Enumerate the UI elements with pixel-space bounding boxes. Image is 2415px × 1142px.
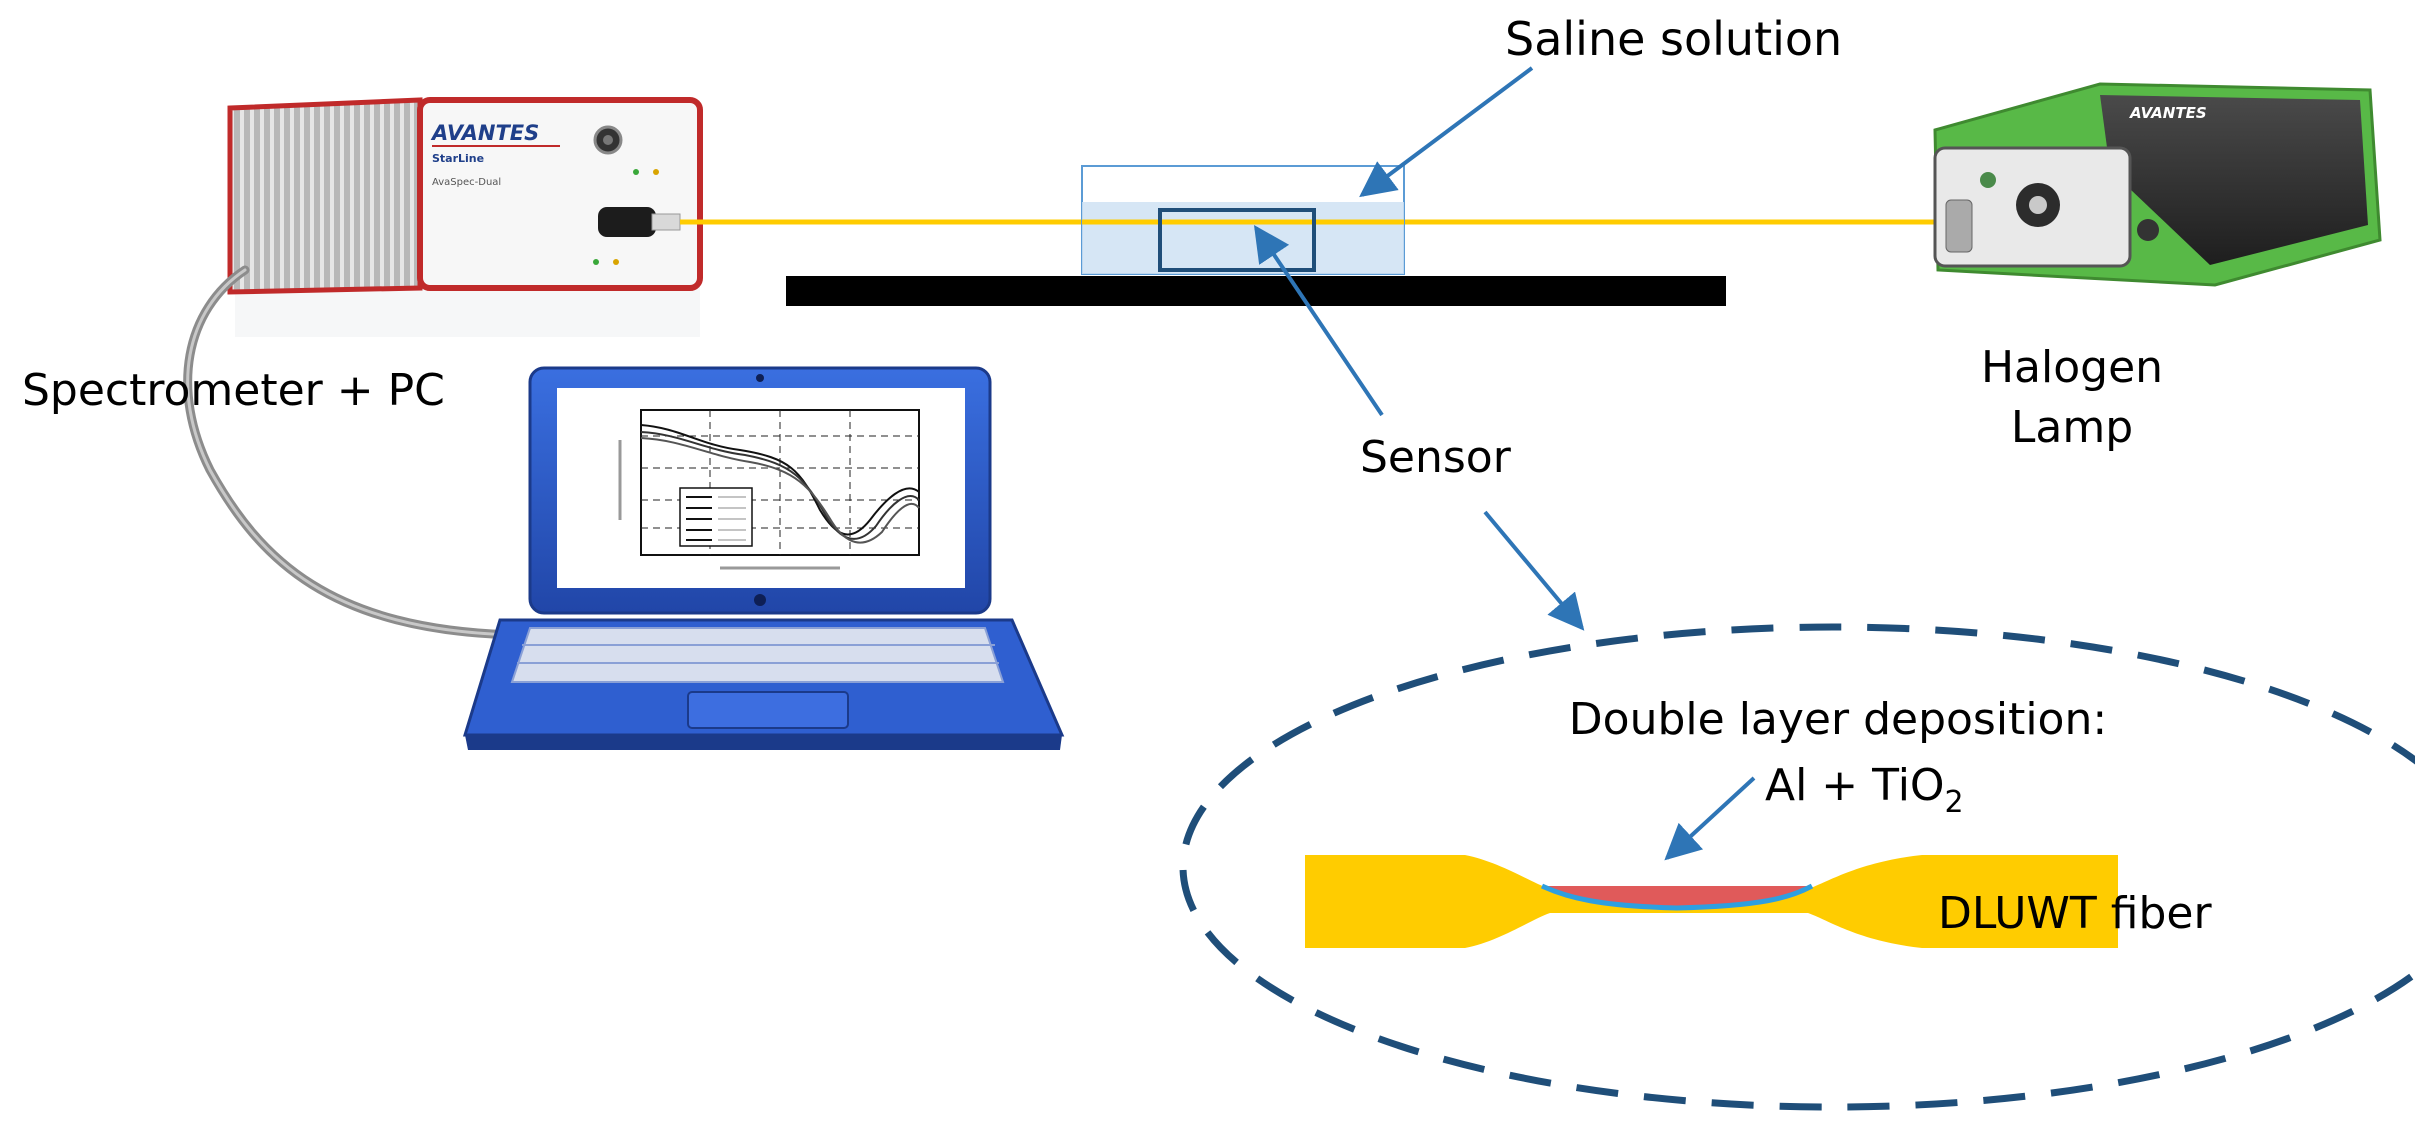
titania-layer [1542, 886, 1812, 906]
spectrometer-fiber-ferrule [651, 213, 681, 231]
saline-fill [1082, 202, 1404, 274]
deposition-al-tio: Al + TiO [1765, 760, 1945, 811]
spectrometer-led [593, 259, 599, 265]
spectrometer-side-fins [227, 97, 423, 295]
fiber-name: DLUWT [1938, 888, 2097, 939]
lamp-side-knob [1945, 199, 1973, 253]
spectrometer-pc-label: Spectrometer + PC [22, 365, 445, 416]
lamp-brand: AVANTES [2129, 104, 2207, 122]
spectrometer-brand: AVANTES [430, 121, 539, 145]
laptop-base-edge [465, 735, 1062, 750]
deposition-label-line1: Double layer deposition: [1569, 694, 2107, 745]
deposition-arrow [1664, 776, 1756, 861]
zoom-ellipse [1179, 623, 2415, 1111]
lamp-fiber-connector-core [2029, 196, 2047, 214]
laptop-keyboard [510, 627, 1005, 683]
laptop [183, 265, 1065, 750]
aluminum-layer [1540, 883, 1814, 911]
display-spectrum-plot [618, 409, 920, 570]
saline-solution-label: Saline solution [1505, 12, 1842, 66]
plot-curve [640, 431, 920, 540]
plot-curve [640, 437, 920, 544]
spectrometer-device: AVANTES StarLine AvaSpec-Dual [227, 97, 703, 337]
plot-curve [640, 424, 920, 536]
spectrometer-led [613, 259, 619, 265]
sensor-label: Sensor [1360, 432, 1512, 483]
spectrometer-connector-top-core [603, 135, 613, 145]
spectrometer-model: StarLine [432, 152, 484, 165]
lamp-indicator [1980, 172, 1996, 188]
saline-arrow [1359, 66, 1534, 198]
usb-cable-highlight [186, 268, 517, 637]
halogen-lamp-device: AVANTES [1933, 82, 2382, 287]
lamp-switch [2137, 219, 2159, 241]
laptop-display [557, 388, 965, 588]
deposition-subscript: 2 [1945, 785, 1964, 820]
laptop-touchpad [687, 691, 849, 729]
spectrometer-led [633, 169, 639, 175]
halogen-label-line1: Halogen [1981, 342, 2163, 393]
laptop-camera [756, 374, 764, 382]
deposition-label-line2: Al + TiO2 [1765, 760, 1964, 820]
lamp-top-housing [2100, 95, 2368, 265]
laptop-key-rows [517, 644, 999, 664]
spectrometer-fiber-port [598, 207, 656, 237]
sensor-arrow [1253, 225, 1384, 417]
spectrometer-subtitle: AvaSpec-Dual [432, 177, 501, 188]
halogen-label-line2: Lamp [2011, 402, 2133, 453]
sensor-box [1158, 208, 1316, 272]
fiber-word: fiber [2097, 888, 2213, 939]
fiber-label: DLUWT fiber [1938, 888, 2212, 939]
zoom-arrow [1483, 510, 1585, 631]
spectrometer-led [653, 169, 659, 175]
optical-bench [786, 276, 1726, 306]
laptop-logo [754, 594, 766, 606]
